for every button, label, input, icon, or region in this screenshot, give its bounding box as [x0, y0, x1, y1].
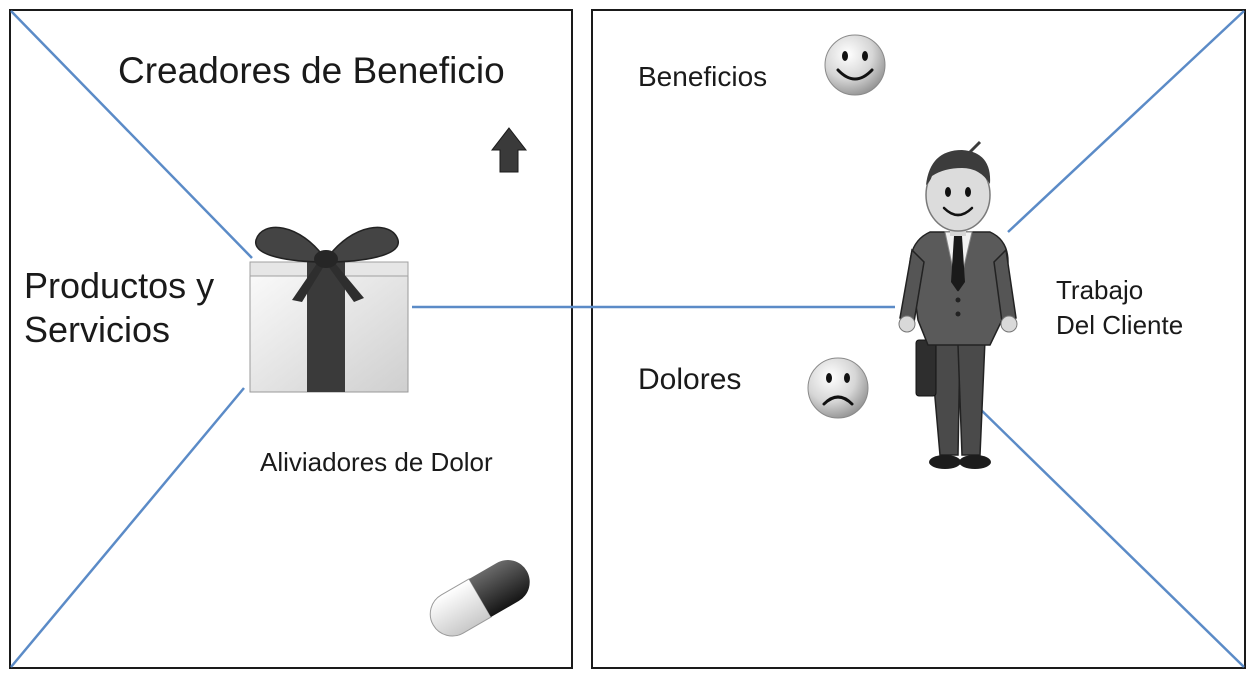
- connector-lines: [10, 10, 1245, 668]
- pain-relievers-label: Aliviadores de Dolor: [260, 447, 493, 477]
- gain-creators-label: Creadores de Beneficio: [118, 50, 505, 91]
- customer-job-label: Trabajo Del Cliente: [1056, 273, 1183, 343]
- smiley-face-icon: [824, 34, 886, 96]
- products-services-label: Productos y Servicios: [24, 264, 214, 352]
- customer-job-line-2: Del Cliente: [1056, 310, 1184, 341]
- pill-icon: [429, 560, 530, 637]
- products-services-line-2: Servicios: [24, 308, 171, 350]
- line-gains: [1007, 10, 1245, 233]
- gift-box-icon: [249, 226, 409, 393]
- line-gain-creators: [10, 10, 253, 259]
- sad-face-icon: [807, 357, 869, 419]
- pains-label: Dolores: [638, 363, 742, 396]
- businessman-icon: [898, 140, 1018, 469]
- gains-label: Beneficios: [638, 61, 768, 92]
- line-pains: [974, 403, 1245, 668]
- up-arrow-icon: [490, 127, 528, 173]
- products-services-line-1: Productos y: [24, 265, 215, 306]
- customer-profile-panel: [591, 9, 1246, 669]
- line-pain-relievers: [10, 387, 245, 668]
- customer-job-line-1: Trabajo: [1056, 275, 1144, 305]
